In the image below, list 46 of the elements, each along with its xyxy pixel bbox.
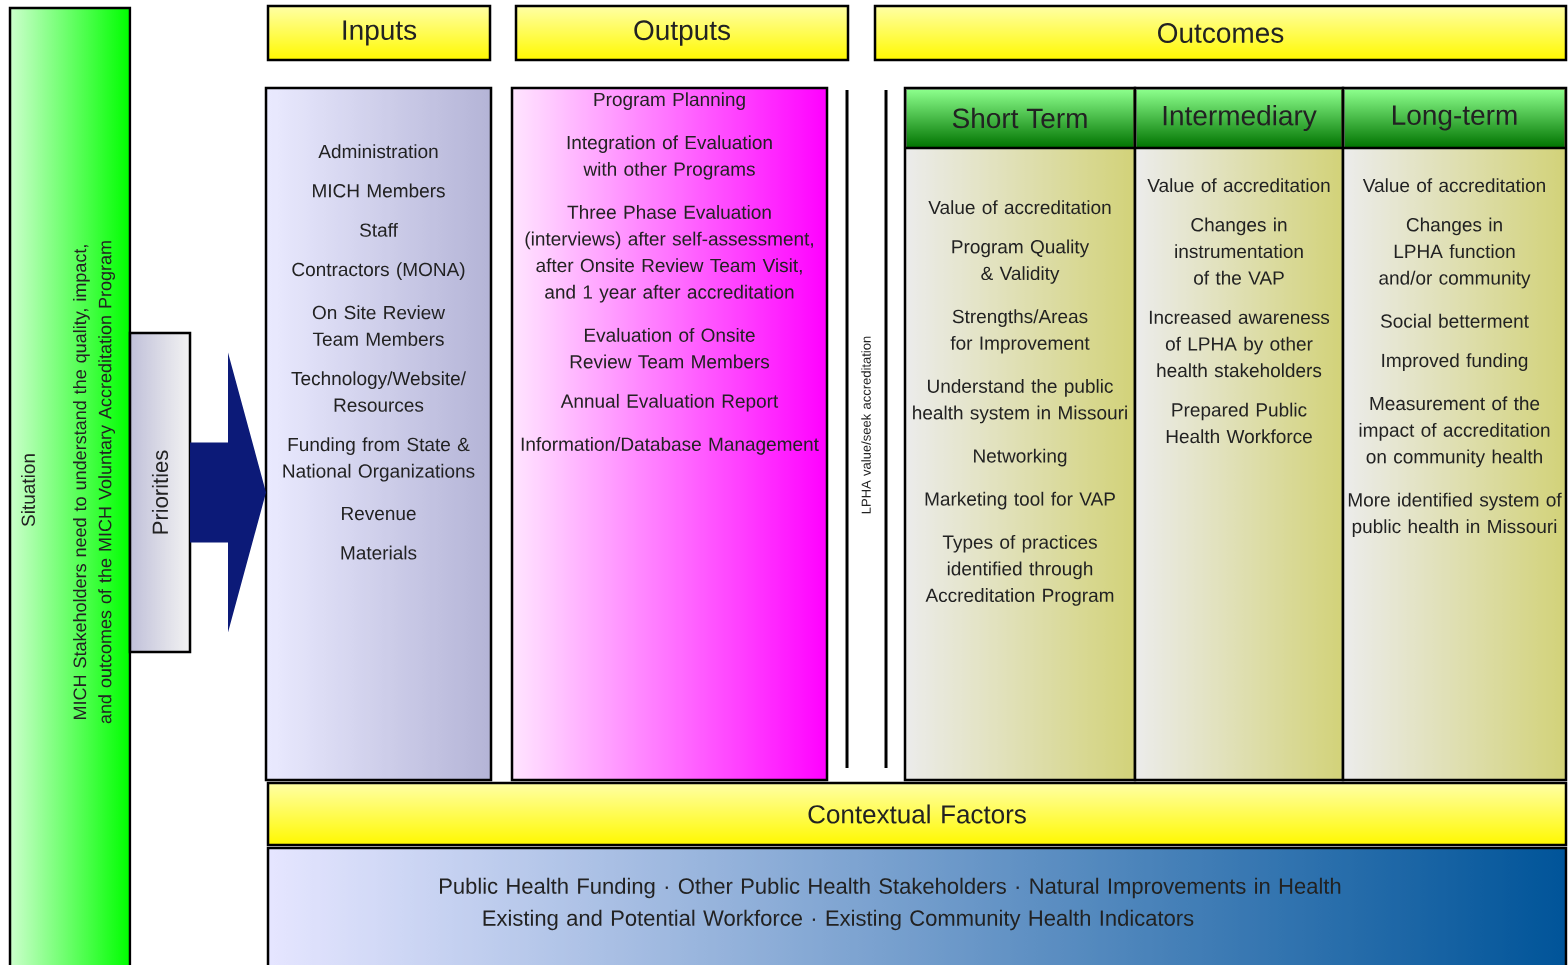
factors-text: Public Health Funding · Other Public Health Stakeholders · Natural Improvements in Health <box>440 877 1341 899</box>
column-heading: Intermediary <box>1135 89 1343 150</box>
list-item: Types of practices identified through Accreditation Program <box>925 534 1114 606</box>
list-item: Changes in instrumentation of the VAP <box>1175 217 1303 285</box>
list-item: Program Quality & Validity <box>952 239 1090 284</box>
list-item: Integration of Evaluation with other Programs <box>567 135 772 180</box>
column-heading: Short Term <box>905 89 1135 150</box>
list-item: Value of accreditation <box>928 200 1111 215</box>
list-item: Networking <box>974 448 1067 467</box>
list-item: Revenue <box>342 506 416 521</box>
list-item: Social betterment <box>1380 313 1529 328</box>
situation-statement: MICH Stakeholders need to understand the quality, impact, and outcomes of the MICH Voluntary Accreditation Program <box>73 241 115 724</box>
header-label: Outputs <box>634 20 730 46</box>
list-item: Program Planning <box>594 92 745 110</box>
list-item: Changes in LPHA function and/or community <box>1379 217 1531 289</box>
list-item: Administration <box>318 144 438 159</box>
list-item: Annual Evaluation Report <box>560 393 779 412</box>
band-title: Situation <box>21 454 35 527</box>
list-item: More identified system of public health in Missouri <box>1348 492 1562 537</box>
list-item: Three Phase Evaluation (interviews) after self-assessment, after Onsite Review Team Visit, and 1 year after accreditation <box>525 205 813 303</box>
list-item: Improved funding <box>1382 353 1528 371</box>
list-item: Increased awareness of LPHA by other health stakeholders <box>1149 310 1330 378</box>
list-item: Contractors (MONA) <box>292 262 465 280</box>
list-item: Staff <box>360 222 398 237</box>
list-item: Technology/Website/ Resources <box>291 371 466 412</box>
list-item: Measurement of the impact of accreditation on community health <box>1359 396 1550 468</box>
list-item: Strengths/Areas for Improvement <box>950 309 1090 354</box>
list-item: Funding from State & National Organizations <box>283 437 475 482</box>
list-item: Evaluation of Onsite Review Team Members <box>570 327 770 369</box>
list-item: Understand the public health system in Missouri <box>913 378 1127 424</box>
box-label: Priorities <box>151 450 169 534</box>
header-label: Contextual Factors <box>808 804 1026 824</box>
factors-text: Existing and Potential Workforce · Existing Community Health Indicators <box>483 909 1194 931</box>
block-arrow <box>190 352 266 633</box>
rotated-label: LPHA value/seek accreditation <box>861 336 871 514</box>
header-label: Outcomes <box>1158 23 1284 43</box>
list-item: Prepared Public Health Workforce <box>1166 402 1312 444</box>
list-item: Value of accreditation <box>1362 178 1545 193</box>
header-label: Inputs <box>343 20 417 46</box>
list-item: MICH Members <box>313 183 445 198</box>
list-item: Marketing tool for VAP <box>925 491 1115 510</box>
list-item: Materials <box>341 545 417 560</box>
column-heading: Long-term <box>1343 89 1566 150</box>
list-item: Information/Database Management <box>521 437 819 455</box>
list-item: Value of accreditation <box>1147 178 1330 193</box>
list-item: On Site Review Team Members <box>312 305 446 346</box>
